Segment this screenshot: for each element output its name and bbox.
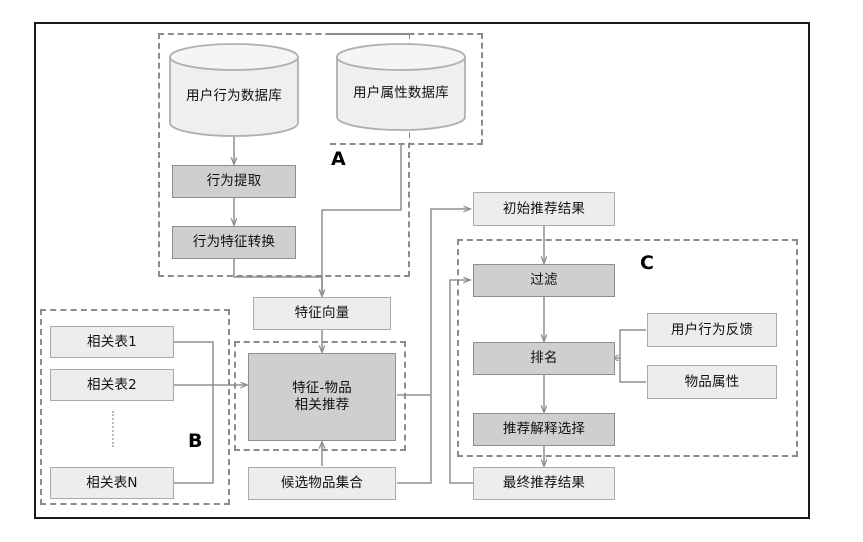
node-feature-vector[interactable]: 特征向量 — [253, 297, 391, 330]
database-user-behavior[interactable]: 用户行为数据库 — [168, 43, 300, 137]
node-recommend-explanation-select[interactable]: 推荐解释选择 — [473, 413, 615, 446]
node-filter[interactable]: 过滤 — [473, 264, 615, 297]
node-final-recommend-result-label: 最终推荐结果 — [502, 475, 586, 492]
node-initial-recommend-result[interactable]: 初始推荐结果 — [473, 192, 615, 226]
node-behavior-extraction-label: 行为提取 — [206, 173, 262, 190]
group-box-a-extension — [330, 33, 483, 145]
node-final-recommend-result[interactable]: 最终推荐结果 — [473, 467, 615, 500]
database-user-behavior-label: 用户行为数据库 — [186, 88, 282, 104]
cylinder-shape — [336, 43, 466, 131]
node-relation-table-1-label: 相关表1 — [87, 333, 137, 350]
node-user-behavior-feedback[interactable]: 用户行为反馈 — [647, 313, 777, 347]
node-candidate-item-set[interactable]: 候选物品集合 — [248, 467, 396, 500]
node-relation-table-n-label: 相关表N — [86, 474, 138, 491]
node-relation-table-2[interactable]: 相关表2 — [50, 369, 174, 401]
node-item-attribute[interactable]: 物品属性 — [647, 365, 777, 399]
relation-table-ellipsis — [112, 411, 114, 447]
node-behavior-feature-transform[interactable]: 行为特征转换 — [172, 226, 296, 259]
group-label-b: B — [188, 430, 203, 452]
node-behavior-feature-transform-label: 行为特征转换 — [192, 234, 276, 251]
node-relation-table-2-label: 相关表2 — [87, 376, 137, 393]
database-user-attribute[interactable]: 用户属性数据库 — [335, 43, 467, 131]
node-candidate-item-set-label: 候选物品集合 — [280, 475, 364, 492]
group-box-c — [457, 239, 798, 457]
node-relation-table-1[interactable]: 相关表1 — [50, 326, 174, 358]
node-ranking[interactable]: 排名 — [473, 342, 615, 375]
group-label-a: A — [331, 148, 346, 170]
node-relation-table-n[interactable]: 相关表N — [50, 467, 174, 499]
group-box-b — [40, 309, 230, 505]
node-item-attribute-label: 物品属性 — [684, 373, 740, 390]
node-initial-recommend-result-label: 初始推荐结果 — [502, 200, 586, 217]
node-feature-item-recommend-line2: 相关推荐 — [294, 397, 350, 413]
group-box-core-recommender — [234, 341, 406, 451]
node-feature-item-recommend[interactable]: 特征-物品 相关推荐 — [248, 353, 396, 441]
node-recommend-explanation-select-label: 推荐解释选择 — [502, 421, 586, 438]
cylinder-shape — [169, 43, 299, 137]
node-feature-item-recommend-line1: 特征-物品 — [292, 380, 352, 397]
database-user-attribute-label: 用户属性数据库 — [353, 85, 449, 101]
node-ranking-label: 排名 — [530, 350, 558, 367]
node-feature-vector-label: 特征向量 — [294, 305, 350, 322]
group-box-a — [158, 33, 410, 277]
node-filter-label: 过滤 — [530, 272, 558, 289]
node-behavior-extraction[interactable]: 行为提取 — [172, 165, 296, 198]
group-label-c: C — [640, 252, 654, 274]
node-user-behavior-feedback-label: 用户行为反馈 — [670, 321, 754, 338]
